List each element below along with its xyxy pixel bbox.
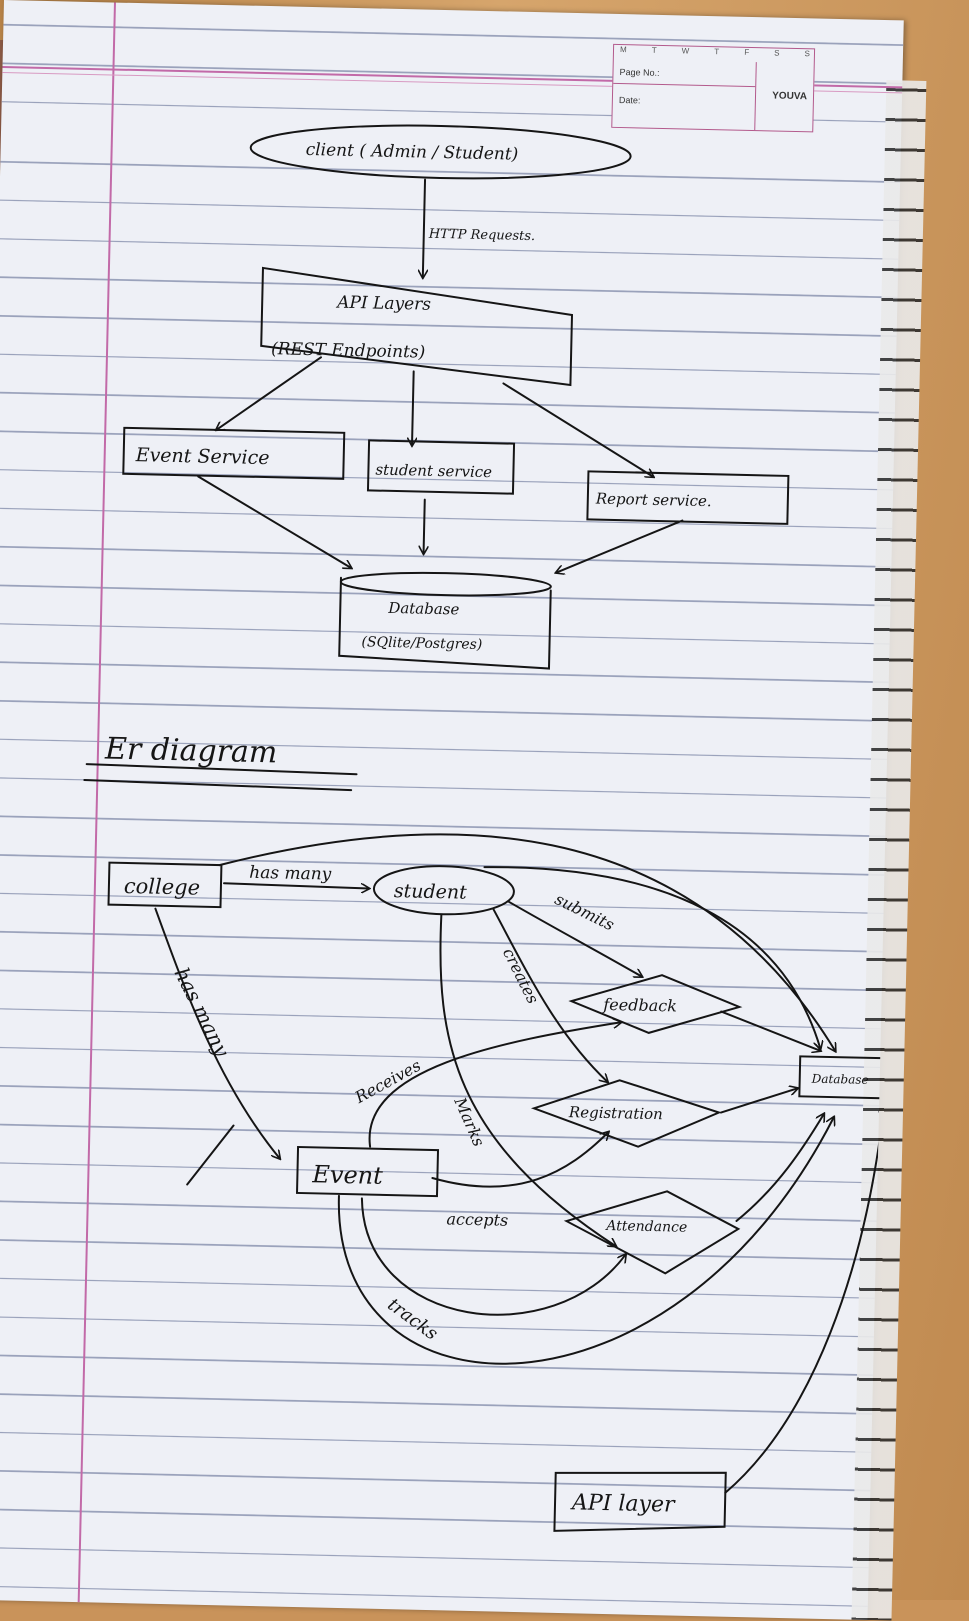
student-feedback-arrow xyxy=(507,900,644,977)
student-node xyxy=(372,865,515,916)
submits-label: submits xyxy=(552,889,618,934)
api-to-event-arrow xyxy=(216,356,322,432)
notebook-page: M T W T F S S Page No.: Date: YOUVA xyxy=(0,0,927,1621)
http-label: HTTP Requests. xyxy=(428,227,536,244)
report-to-db-arrow xyxy=(556,519,684,576)
client-node xyxy=(249,124,632,180)
heading-underline xyxy=(83,779,353,792)
er-diagram-heading: Er diagram xyxy=(104,731,278,770)
feedback-db-arrow xyxy=(720,1010,821,1051)
registration-label: Registration xyxy=(568,1103,663,1123)
college-student-arrow xyxy=(223,882,369,888)
student-db-curve xyxy=(483,866,825,1049)
database-label-line2: (SQlite/Postgres) xyxy=(361,634,482,653)
api-layer-label: API layer xyxy=(570,1490,677,1517)
student-service-label: student service xyxy=(375,461,492,482)
event-service-label: Event Service xyxy=(134,444,269,469)
student-registration-arrow xyxy=(492,908,612,1082)
event-attendance-arrow xyxy=(360,1197,627,1316)
api-to-student-arrow xyxy=(412,370,414,445)
student-attendance-arrow xyxy=(439,914,624,1246)
attendance-db-arrow xyxy=(735,1112,823,1222)
http-arrow xyxy=(423,178,425,278)
event-registration-arrow xyxy=(431,1128,608,1188)
event-db-curve xyxy=(337,1106,834,1365)
accepts-label: accepts xyxy=(446,1209,508,1229)
event-label: Event xyxy=(311,1160,383,1190)
student-to-db-arrow xyxy=(424,498,425,554)
event-to-db-arrow xyxy=(197,475,353,568)
feedback-label: feedback xyxy=(602,995,677,1016)
database-er-label: Database xyxy=(811,1072,869,1087)
receives-label: Receives xyxy=(351,1056,424,1108)
diagram-canvas: client ( Admin / Student) HTTP Requests.… xyxy=(83,124,902,1532)
has-many-label-2: has many xyxy=(170,964,235,1062)
api-label-line1: API Layers xyxy=(335,293,431,315)
creates-label: creates xyxy=(499,945,543,1007)
stroke-mark xyxy=(186,1124,235,1186)
college-node xyxy=(107,861,223,909)
has-many-label: has many xyxy=(249,863,332,885)
college-label: college xyxy=(124,874,201,900)
heading-underline xyxy=(85,763,358,776)
database-node xyxy=(338,576,552,670)
client-label: client ( Admin / Student) xyxy=(305,140,518,165)
api-layer-er-node xyxy=(553,1471,727,1532)
college-event-arrow xyxy=(154,907,286,1159)
database-label-line1: Database xyxy=(387,599,460,619)
api-layer-db-curve xyxy=(724,1102,884,1494)
registration-db-arrow xyxy=(719,1087,798,1114)
report-service-label: Report service. xyxy=(595,490,712,511)
student-service-node xyxy=(366,439,516,495)
api-to-report-arrow xyxy=(502,382,655,476)
event-feedback-arrow xyxy=(368,1017,621,1148)
report-service-node xyxy=(586,470,790,525)
event-node xyxy=(295,1145,440,1198)
attendance-label: Attendance xyxy=(604,1218,687,1236)
database-top xyxy=(339,571,552,597)
api-label-line2: (REST Endpoints) xyxy=(271,339,426,362)
api-layer-node xyxy=(260,266,574,387)
attendance-node xyxy=(563,1190,741,1275)
college-db-curve xyxy=(218,833,841,1051)
event-service-node xyxy=(122,426,346,480)
student-label: student xyxy=(394,880,468,904)
